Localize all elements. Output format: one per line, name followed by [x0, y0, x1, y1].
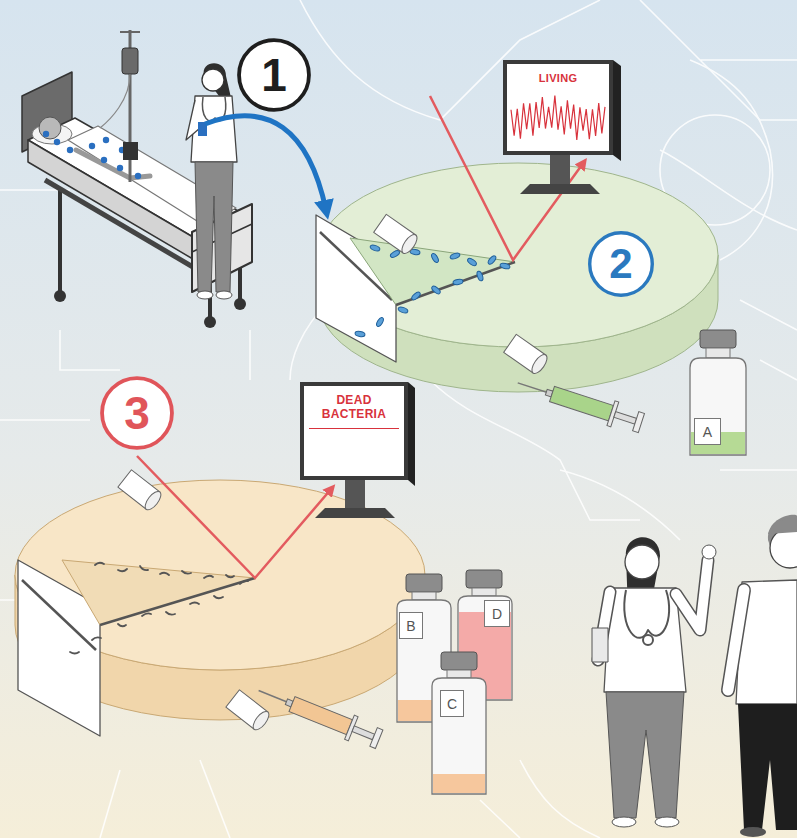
doctor-figure	[592, 537, 716, 827]
callout-number: 1	[236, 37, 312, 113]
vial	[690, 330, 746, 455]
sensor-disc	[316, 163, 718, 392]
monitor-screen: DEAD BACTERIA	[300, 382, 408, 480]
syringe	[254, 678, 384, 751]
person-figure	[728, 515, 797, 837]
vial-letter: B	[406, 619, 415, 633]
callout-number: 2	[609, 243, 632, 285]
callout-number: 3	[99, 375, 175, 451]
callout-circle-outline	[239, 40, 309, 110]
light-source	[374, 214, 420, 256]
callout-circle-outline	[102, 378, 172, 448]
screen-text: LIVING	[539, 72, 577, 85]
monitor-screen: LIVING	[503, 60, 613, 155]
waveform	[507, 91, 609, 145]
vial-label: C	[440, 690, 464, 717]
vial-letter: C	[447, 697, 457, 711]
screen-text: DEAD BACTERIA	[312, 394, 396, 422]
callout-circle-outline	[590, 233, 653, 296]
callout-number: 1	[261, 52, 287, 98]
waveform-line	[511, 95, 605, 139]
vial-letter: D	[492, 607, 502, 621]
light-detector	[504, 334, 550, 376]
hospital-bed	[22, 72, 252, 328]
vial-label: A	[694, 418, 721, 445]
sample-arrow	[205, 116, 326, 210]
callout-number: 2	[587, 230, 655, 298]
vial	[432, 652, 486, 794]
light-detector	[226, 690, 272, 733]
syringe	[514, 371, 646, 436]
callout-number: 3	[124, 390, 150, 436]
nurse-figure	[186, 63, 237, 299]
screen-rule	[309, 428, 399, 429]
vial-label: D	[484, 600, 510, 627]
vial-letter: A	[703, 425, 712, 439]
sensor-disc	[15, 470, 425, 736]
vial-label: B	[399, 612, 423, 639]
iv-pole	[100, 30, 140, 182]
